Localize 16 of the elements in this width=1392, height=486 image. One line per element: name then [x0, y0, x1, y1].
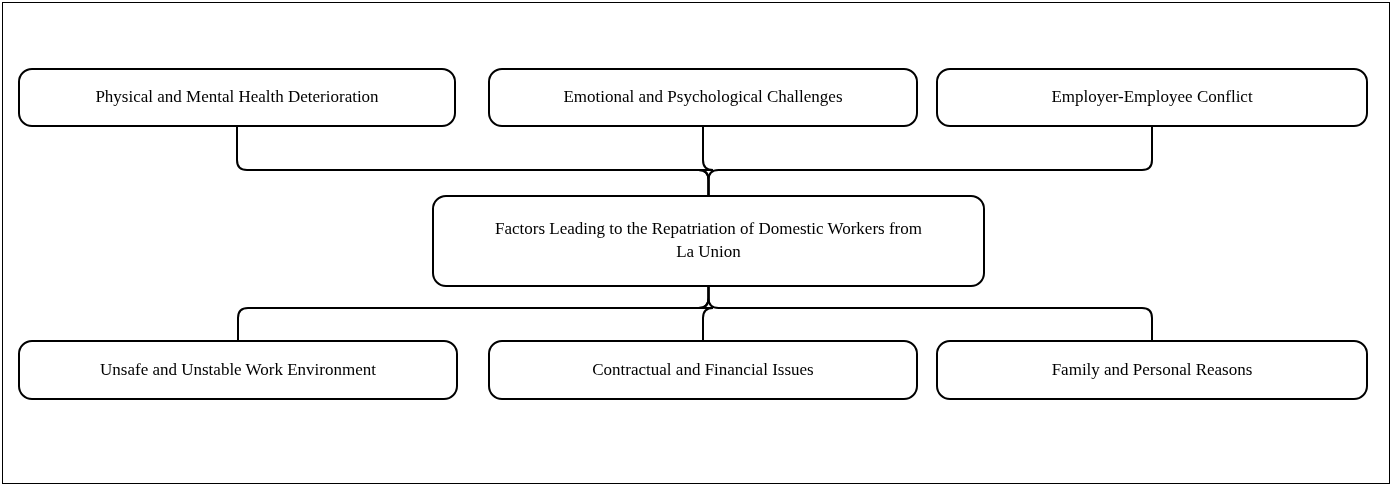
box-text: Unsafe and Unstable Work Environment — [100, 358, 376, 381]
connector-line — [707, 286, 1153, 341]
box-text: Family and Personal Reasons — [1051, 358, 1253, 381]
rounded-box — [488, 340, 918, 400]
rounded-box — [936, 340, 1368, 400]
box-text: Physical and Mental Health Deterioration — [95, 86, 379, 109]
rounded-box — [936, 68, 1368, 127]
rounded-box — [18, 340, 458, 400]
box-text: Employer-Employee Conflict — [1051, 86, 1253, 109]
box-text: Contractual and Financial Issues — [592, 358, 814, 381]
connector-line — [707, 126, 1153, 196]
rounded-box — [432, 195, 985, 287]
rounded-box — [488, 68, 918, 127]
box-text: Emotional and Psychological Challenges — [563, 86, 843, 109]
rounded-box — [18, 68, 456, 127]
box-text: Factors Leading to the Repatriation of Domestic Workers from La Union — [494, 218, 923, 263]
